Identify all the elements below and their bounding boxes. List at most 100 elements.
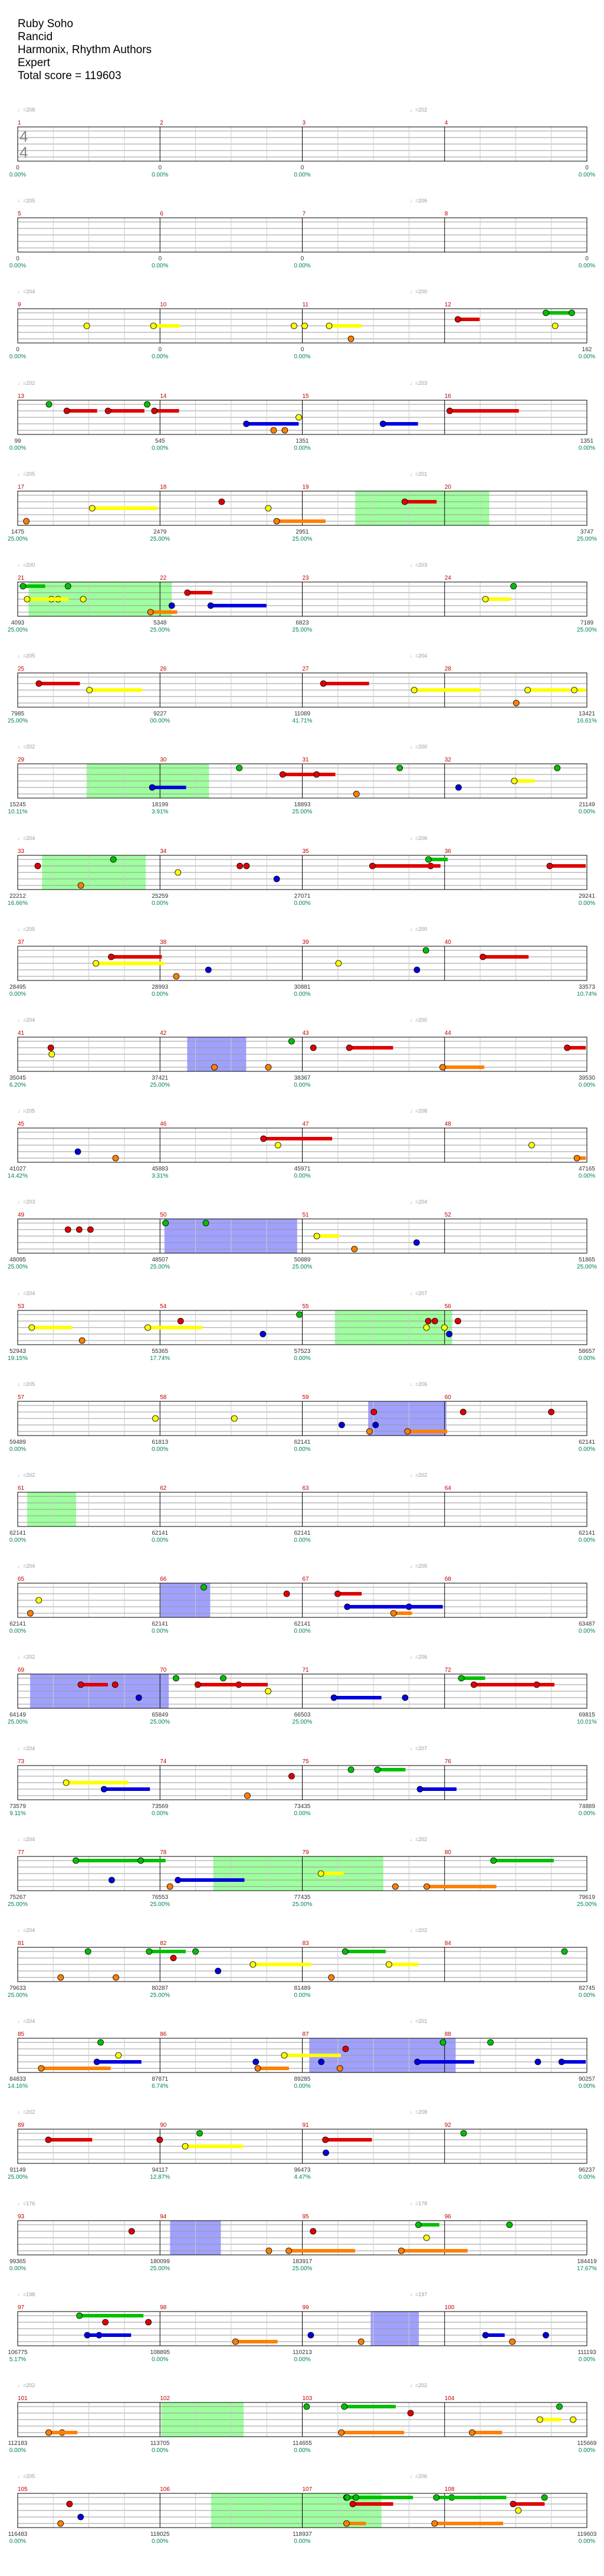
note-gem — [166, 1883, 173, 1890]
note-gem — [454, 1318, 461, 1324]
measure-score: 6823 — [296, 620, 309, 626]
measure-percent: 0.00% — [294, 1173, 310, 1179]
measure-number: 94 — [160, 2214, 167, 2220]
measure-score: 118025 — [150, 2531, 170, 2538]
measure-percent: 0.00% — [294, 445, 310, 452]
measure-percent: 0.00% — [579, 809, 595, 815]
measure-percent: 0.00% — [9, 991, 26, 998]
measure-number: 24 — [445, 575, 452, 581]
note-gem — [283, 1590, 290, 1597]
measure-percent: 0.00% — [294, 354, 310, 360]
measure-score: 84833 — [9, 2076, 26, 2083]
sustain-bar — [178, 1878, 245, 1882]
measure-percent: 14.16% — [8, 2083, 28, 2090]
sustain-bar — [76, 1858, 146, 1862]
sustain-bar — [546, 311, 570, 315]
note-gem — [413, 966, 421, 973]
song-header: Ruby Soho Rancid Harmonix, Rhythm Author… — [18, 18, 152, 83]
note-gem — [236, 764, 242, 772]
measure-score: 30881 — [294, 984, 311, 990]
measure-percent: 0.00% — [579, 1446, 595, 1453]
measure-number: 83 — [303, 1940, 310, 1947]
note-gem — [296, 1311, 303, 1318]
measure-percent: 0.00% — [152, 2447, 168, 2454]
measure-score: 73435 — [294, 1803, 311, 1810]
note-gem — [218, 498, 225, 505]
measure-number: 30 — [160, 757, 167, 763]
sustain-bar — [97, 2060, 142, 2064]
note-gem — [487, 2039, 494, 2046]
measure-score: 184419 — [577, 2258, 597, 2265]
sustain-bar — [152, 786, 186, 790]
sustain-bar — [344, 2405, 396, 2408]
measure-score: 61813 — [152, 1439, 168, 1446]
measure-number: 53 — [18, 1303, 25, 1310]
measure-percent: 12.87% — [150, 2174, 170, 2181]
sustain-bar — [79, 2313, 144, 2317]
sustain-bar — [389, 1963, 418, 1966]
measure-number: 36 — [445, 848, 452, 855]
measure-number: 86 — [160, 2031, 167, 2038]
measure-number: 55 — [303, 1303, 310, 1310]
measure-score: 73579 — [9, 1803, 26, 1810]
note-gem — [38, 2065, 45, 2072]
measure-number: 56 — [445, 1303, 452, 1310]
measure-number: 4 — [445, 120, 448, 126]
note-gem — [404, 1428, 411, 1435]
tempo-marker: ♩=176 — [18, 2201, 35, 2206]
note-gem — [431, 1318, 438, 1324]
measure-number: 52 — [445, 1212, 452, 1218]
tempo-marker: ♩=200 — [410, 1017, 427, 1023]
measure-percent: 0.00% — [579, 1992, 595, 1999]
note-gem — [423, 1324, 430, 1331]
measure-percent: 25.00% — [150, 1082, 170, 1088]
measure-percent: 0.00% — [152, 1810, 168, 1817]
note-gem — [370, 1408, 378, 1416]
measure-percent: 25.00% — [293, 1719, 313, 1725]
sustain-bar — [567, 1046, 586, 1050]
measure-number: 35 — [303, 848, 310, 855]
measure-percent: 0.00% — [152, 1628, 168, 1634]
note-gem — [265, 505, 272, 512]
note-gem — [207, 602, 214, 609]
note-gem — [35, 680, 42, 687]
note-gem — [184, 589, 191, 596]
note-gem — [439, 1064, 446, 1071]
measure-number: 84 — [445, 1940, 452, 1947]
measure-percent: 25.00% — [8, 718, 28, 724]
measure-number: 96 — [445, 2214, 452, 2220]
measure-score: 50889 — [294, 1257, 311, 1263]
tempo-marker: ♩=204 — [18, 2018, 35, 2024]
sustain-bar — [211, 604, 267, 607]
measure-score: 62141 — [9, 1621, 26, 1627]
note-gem — [558, 2058, 565, 2065]
sustain-bar — [536, 1683, 554, 1687]
measure-score: 28495 — [9, 984, 26, 990]
sustain-bar — [513, 2502, 545, 2506]
measure-percent: 25.00% — [150, 536, 170, 542]
measure-percent: 0.00% — [9, 1537, 26, 1544]
note-gem — [570, 2416, 577, 2423]
measure-score: 38367 — [294, 1075, 311, 1081]
measure-number: 39 — [303, 939, 310, 946]
measure-score: 108895 — [150, 2349, 170, 2356]
note-gem — [63, 1779, 70, 1786]
measure-score: 62141 — [9, 1530, 26, 1537]
note-gem — [369, 862, 376, 869]
measure-score: 162 — [582, 346, 592, 353]
note-gem — [111, 1681, 119, 1688]
tempo-marker: ♩=206 — [410, 2473, 427, 2479]
note-gem — [561, 1948, 568, 1955]
measure-percent: 0.00% — [579, 1173, 595, 1179]
difficulty-label: Expert — [18, 57, 50, 69]
measure-number: 50 — [160, 1212, 167, 1218]
sustain-bar — [111, 954, 162, 959]
measure-score: 1351 — [296, 438, 309, 444]
measure-score: 28993 — [152, 984, 168, 990]
note-gem — [270, 427, 277, 433]
